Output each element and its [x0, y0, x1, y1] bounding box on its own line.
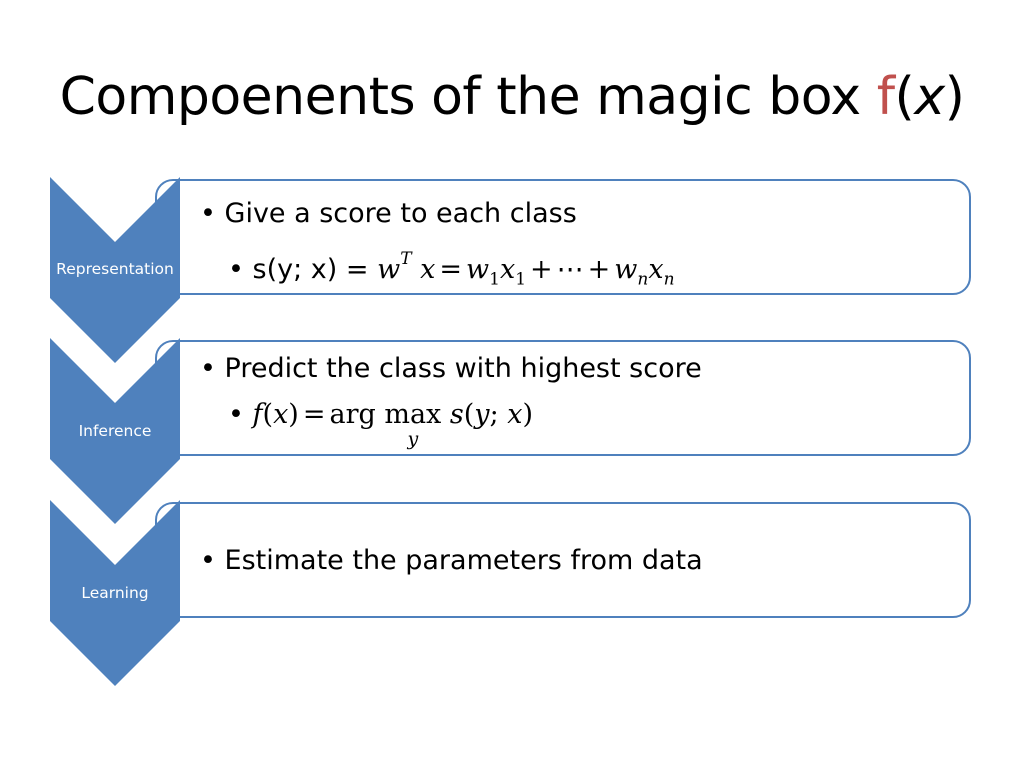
- inference-bullet: • Predict the class with highest score: [200, 353, 702, 384]
- learning-chevron: [50, 500, 180, 686]
- learning-bullet-text: Estimate the parameters from data: [224, 545, 703, 576]
- representation-formula: • s(y; x) = wT x=w1x1+⋯+wnxn: [228, 249, 675, 290]
- representation-bullet-text: Give a score to each class: [224, 198, 577, 229]
- title-text: Compoenents of the magic box: [59, 67, 877, 127]
- score-formula: wT x=w1x1+⋯+wnxn: [377, 249, 675, 290]
- title-f: f: [876, 67, 895, 127]
- title-open-paren: (: [894, 67, 915, 127]
- score-prefix: s(y; x) =: [252, 254, 378, 285]
- learning-box: [155, 502, 971, 618]
- learning-label: Learning: [81, 584, 149, 602]
- inference-chevron: [50, 338, 180, 524]
- inference-label: Inference: [78, 422, 152, 440]
- representation-label: Representation: [56, 260, 174, 278]
- representation-box: [155, 179, 971, 295]
- title-close-paren: ): [944, 67, 965, 127]
- inference-bullet-text: Predict the class with highest score: [224, 353, 702, 384]
- slide-title: Compoenents of the magic box f(x): [0, 62, 1024, 132]
- title-x: x: [914, 67, 945, 127]
- representation-bullet: • Give a score to each class: [200, 198, 577, 229]
- inference-box: [155, 340, 971, 456]
- learning-bullet: • Estimate the parameters from data: [200, 545, 703, 576]
- representation-chevron: [50, 177, 180, 363]
